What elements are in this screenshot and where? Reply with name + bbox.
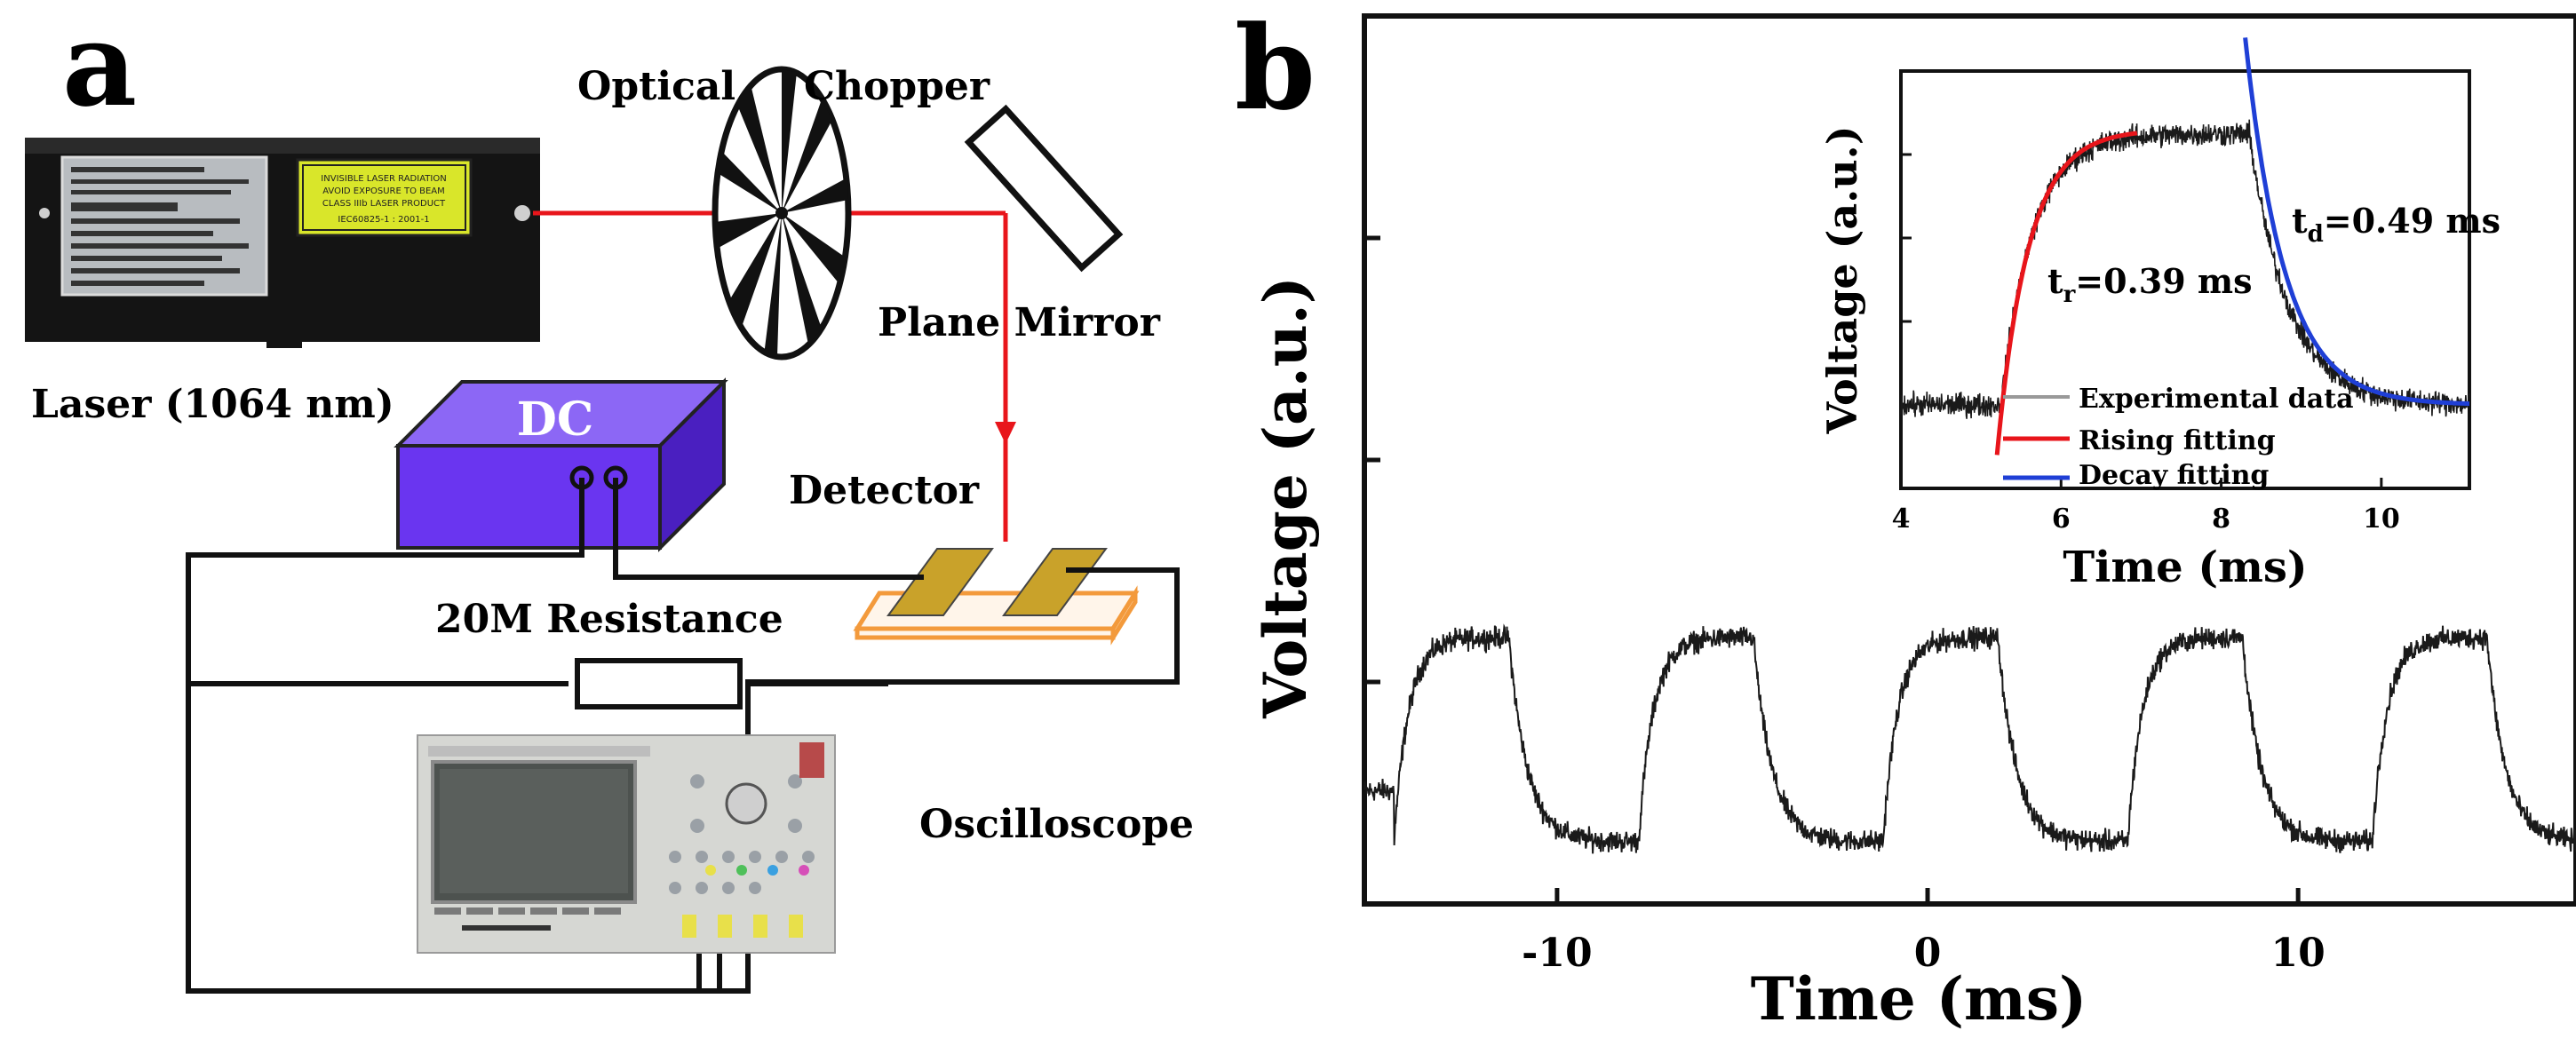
inset-y-axis-label: Voltage (a.u.) [1818, 126, 1866, 435]
dc-label: DC [517, 392, 593, 447]
laser-device: INVISIBLE LASER RADIATION AVOID EXPOSURE… [25, 138, 540, 348]
inset-chart: 4 6 8 10 Time (ms) Voltage (a.u.) tr=0.39 m… [1818, 37, 2500, 592]
main-x-tick-label: 10 [2271, 931, 2326, 976]
main-y-axis-label: Voltage (a.u.) [1251, 276, 1320, 719]
main-chart: -10 0 10 Time (ms) Voltage (a.u.) [1251, 13, 2576, 1034]
main-voltage-trace [1364, 623, 2576, 854]
detector-label: Detector [789, 468, 980, 513]
mirror-label: Plane Mirror [878, 300, 1161, 345]
laser-plate-text-4: IEC60825-1 : 2001-1 [338, 215, 429, 225]
main-x-axis-label: Time (ms) [1751, 964, 2087, 1034]
inset-x-axis-label: Time (ms) [2063, 543, 2307, 592]
laser-plate-text-3: CLASS IIIb LASER PRODUCT [322, 199, 446, 209]
laser-label: Laser (1064 nm) [31, 382, 394, 427]
beam-arrow-icon [995, 422, 1016, 444]
rise-time-annotation: tr=0.39 ms [2047, 261, 2253, 308]
detector [853, 548, 1140, 646]
decay-time-annotation: td=0.49 ms [2292, 201, 2500, 248]
resistance-label: 20M Resistance [435, 597, 783, 642]
inset-x-tick-label: 8 [2212, 503, 2230, 535]
panel-b: b -10 0 10 Time (ms) Voltage (a.u.) 4 6 8 10 … [1235, 0, 2576, 1034]
chopper-label-optical: Optical [577, 64, 735, 109]
oscilloscope [417, 734, 836, 954]
panel-b-label: b [1235, 0, 1316, 136]
inset-x-tick-label: 10 [2363, 503, 2400, 535]
inset-decay-fit-line [2243, 37, 2469, 407]
oscilloscope-label: Oscilloscope [919, 802, 1194, 847]
inset-x-tick-label: 4 [1892, 503, 1911, 535]
inset-x-tick-label: 6 [2052, 503, 2071, 535]
plane-mirror [964, 104, 1124, 273]
optical-chopper [712, 66, 852, 361]
laser-plate-text-1: INVISIBLE LASER RADIATION [321, 174, 446, 184]
inset-rising-fit-line [1994, 131, 2138, 456]
inset-experimental-trace [1900, 119, 2470, 419]
legend-label-decay: Decay fitting [2079, 460, 2269, 491]
detector-electrode-left [886, 548, 994, 616]
dc-power-supply: DC [394, 377, 728, 552]
panel-a: a INVISIBLE LASER RADIATION AVOID EXPO [25, 0, 1194, 994]
inset-legend: Experimental data Rising fitting Decay f… [2003, 384, 2354, 491]
legend-label-rising: Rising fitting [2079, 425, 2276, 456]
laser-plate-text-2: AVOID EXPOSURE TO BEAM [322, 186, 445, 196]
resistor [575, 658, 743, 709]
main-x-tick-label: 0 [1914, 931, 1942, 976]
main-x-tick-label: -10 [1522, 931, 1593, 976]
legend-label-experimental: Experimental data [2079, 384, 2354, 415]
detector-electrode-right [1002, 548, 1108, 616]
panel-a-label: a [62, 0, 137, 132]
chopper-label-chopper: Chopper [804, 64, 990, 109]
